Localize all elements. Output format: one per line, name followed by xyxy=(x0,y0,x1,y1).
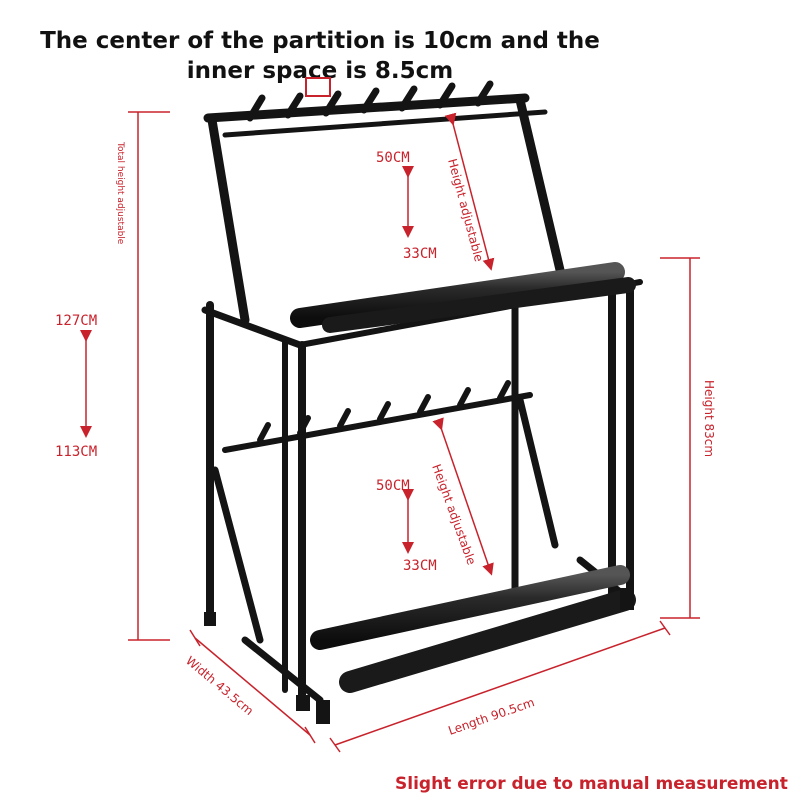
lower-height-min: 33CM xyxy=(403,558,437,574)
headline-line-1: The center of the partition is 10cm and … xyxy=(40,28,600,54)
feet xyxy=(204,588,634,724)
upper-foam-tubes xyxy=(290,262,636,333)
main-frame xyxy=(201,279,643,704)
total-height-dimension xyxy=(80,111,170,641)
total-height-label: Total height adjustable xyxy=(115,141,125,245)
total-height-max: 127CM xyxy=(55,313,97,329)
height-label: Height 83cm xyxy=(702,380,716,457)
height-dimension xyxy=(660,257,700,619)
tag-icon xyxy=(305,77,331,97)
upper-height-dimension xyxy=(402,112,495,271)
headline-line-2: inner space is 8.5cm xyxy=(186,58,454,84)
width-label: Width 43.5cm xyxy=(183,654,256,719)
headline: The center of the partition is 10cm and … xyxy=(20,26,620,86)
length-dimension xyxy=(329,620,671,753)
upper-height-min: 33CM xyxy=(403,246,437,262)
disclaimer: Slight error due to manual measurement xyxy=(395,774,788,794)
lower-height-max: 50CM xyxy=(376,478,410,494)
upper-height-max: 50CM xyxy=(376,150,410,166)
total-height-min: 113CM xyxy=(55,444,97,460)
width-dimension xyxy=(189,629,316,744)
length-label: Length 90.5cm xyxy=(446,695,536,738)
lower-height-dimension xyxy=(402,417,494,576)
upper-neck-rests xyxy=(246,80,494,122)
middle-neck-rests xyxy=(257,380,511,443)
lower-foam-tubes xyxy=(310,565,636,693)
